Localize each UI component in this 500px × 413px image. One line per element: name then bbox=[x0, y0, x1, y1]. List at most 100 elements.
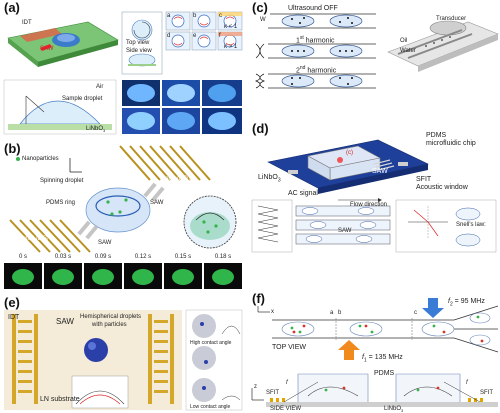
panel-a-substrate-text: LiNbO3 bbox=[86, 126, 105, 134]
panel-a-sub-f: f bbox=[219, 33, 221, 40]
panel-f-f2-side: f bbox=[286, 380, 288, 387]
panel-f-x-text: x bbox=[271, 309, 274, 316]
panel-b-label: (b) bbox=[2, 142, 23, 156]
panel-f-f2-val: = 95 MHz bbox=[453, 298, 485, 305]
panel-f-topview-text: TOP VIEW bbox=[272, 344, 306, 351]
panel-a-sub-a: a bbox=[167, 13, 170, 20]
panel-f-f1-val: = 135 MHz bbox=[367, 354, 403, 361]
panel-d-linbo-text: LiNbO3 bbox=[258, 174, 281, 184]
frame-image-5 bbox=[164, 263, 202, 289]
frame-time-2: 0.03 s bbox=[44, 254, 82, 261]
panel-c-oil-text: Oil bbox=[400, 38, 407, 45]
panel-a-air-text: Air bbox=[96, 84, 103, 91]
frame-time-3: 0.09 s bbox=[84, 254, 122, 261]
panel-d-label: (d) bbox=[250, 122, 271, 136]
panel-f-figure bbox=[248, 262, 500, 413]
panel-b-saw-b-text: SAW bbox=[98, 240, 111, 247]
panel-a: (a) bbox=[0, 0, 245, 137]
panel-f-sfit-right-text: SFIT bbox=[480, 390, 493, 397]
panel-e-low-text: Low contact angle bbox=[190, 404, 230, 411]
panel-a-idt-text: IDT bbox=[22, 20, 32, 27]
panel-f-sfit-left-text: SFIT bbox=[266, 390, 279, 397]
panel-f: (f) bbox=[248, 262, 500, 413]
panel-d-snell-text: Snell's law: bbox=[456, 222, 486, 229]
panel-c-off-text: Ultrasound OFF bbox=[288, 5, 338, 12]
panel-c-figure bbox=[248, 0, 500, 100]
frame-image-3 bbox=[84, 263, 122, 289]
panel-d-flow-text: Flow direction bbox=[350, 202, 387, 209]
panel-c: (c) bbox=[248, 0, 500, 100]
panel-b-idt-top-text: Slanted IDTs bbox=[160, 176, 194, 183]
frame-time-6: 0.18 s bbox=[204, 254, 242, 261]
panel-a-ratio-2: κ > 1 bbox=[224, 44, 237, 51]
panel-d-chip-text: microfluidic chip bbox=[426, 140, 476, 147]
panel-d-c-marker: (c) bbox=[346, 150, 353, 157]
panel-a-sub-b: b bbox=[193, 13, 196, 20]
panel-a-ratio-1: κ < 1 bbox=[224, 24, 237, 31]
panel-f-c-text: c bbox=[414, 310, 417, 317]
panel-f-linbo-sub: 3 bbox=[401, 408, 403, 413]
panel-a-sub-d: d bbox=[167, 33, 170, 40]
panel-d-saw-text: SAW bbox=[372, 168, 388, 175]
panel-c-second-text: 2nd harmonic bbox=[296, 65, 336, 74]
panel-d-ac-text: AC signal bbox=[288, 190, 318, 197]
panel-e-particles-text: with particles bbox=[92, 322, 127, 329]
panel-e: (e) bbox=[0, 296, 245, 413]
panel-b: (b) bbox=[0, 140, 245, 290]
panel-a-label: (a) bbox=[2, 1, 22, 15]
panel-a-saw-text: SAW bbox=[40, 46, 53, 53]
frame-time-1: 0 s bbox=[4, 254, 42, 261]
panel-c-first-tail: harmonic bbox=[304, 37, 335, 44]
frame-image-1 bbox=[4, 263, 42, 289]
panel-a-substrate-label: LiNbO bbox=[86, 126, 103, 132]
panel-f-linbo-text: LiNbO3 bbox=[384, 406, 403, 413]
panel-e-saw-text: SAW bbox=[56, 318, 74, 325]
panel-a-figure bbox=[0, 0, 245, 137]
panel-d: (d) bbox=[248, 114, 500, 254]
panel-b-idt-bottom-text: Slanted IDTs bbox=[14, 236, 48, 243]
frame-image-2 bbox=[44, 263, 82, 289]
panel-f-pdms-text: PDMS bbox=[374, 370, 394, 377]
panel-b-saw-a-text: SAW bbox=[150, 200, 163, 207]
panel-c-transducer-text: Transducer bbox=[436, 16, 466, 23]
panel-e-high-text: High contact angle bbox=[190, 340, 231, 347]
panel-f-label: (f) bbox=[250, 292, 267, 306]
panel-b-spinning-text: Spinning droplet bbox=[40, 178, 83, 185]
panel-a-topview-text: Top view bbox=[126, 40, 149, 47]
panel-d-linbo-sub: 3 bbox=[278, 177, 281, 183]
panel-f-f2-text: f2 = 95 MHz bbox=[448, 298, 485, 308]
panel-d-linbo-label: LiNbO bbox=[258, 174, 278, 181]
panel-f-linbo-label: LiNbO bbox=[384, 406, 401, 412]
panel-f-f1-side: f bbox=[466, 380, 468, 387]
panel-f-z-text: z bbox=[254, 384, 257, 391]
panel-e-label: (e) bbox=[2, 296, 22, 310]
panel-b-frames: 0 s 0.03 s 0.09 s 0.12 s 0.15 s 0.18 s bbox=[4, 254, 244, 290]
panel-b-nanoparticles-text: Nanoparticles bbox=[22, 156, 59, 163]
panel-a-sub-c: c bbox=[219, 13, 222, 20]
panel-f-a-text: a bbox=[330, 310, 333, 317]
panel-c-label: (c) bbox=[250, 1, 270, 15]
panel-a-substrate-sub: 3 bbox=[103, 128, 105, 133]
panel-d-sfit-text: SFIT bbox=[416, 176, 431, 183]
panel-a-droplet-text: Sample droplet bbox=[62, 96, 102, 103]
panel-c-first-text: 1st harmonic bbox=[296, 35, 335, 44]
frame-image-4 bbox=[124, 263, 162, 289]
panel-a-sideview-text: Side view bbox=[126, 48, 152, 55]
frame-time-4: 0.12 s bbox=[124, 254, 162, 261]
panel-f-b-text: b bbox=[338, 310, 341, 317]
frame-time-5: 0.15 s bbox=[164, 254, 202, 261]
panel-e-droplets-text: Hemispherical droplets bbox=[80, 314, 141, 321]
panel-b-pdms-text: PDMS ring bbox=[46, 200, 75, 207]
frame-image-6 bbox=[204, 263, 242, 289]
panel-c-w-text: W bbox=[260, 17, 266, 24]
panel-d-saw-small-text: SAW bbox=[338, 228, 351, 235]
panel-c-water-text: Water bbox=[400, 48, 416, 55]
panel-e-substrate-text: LN substrate bbox=[40, 396, 80, 403]
panel-e-idt-text: IDT bbox=[8, 314, 19, 321]
panel-a-sub-e: e bbox=[193, 33, 196, 40]
panel-c-second-tail: harmonic bbox=[305, 67, 336, 74]
panel-d-pdms-text: PDMS bbox=[426, 132, 446, 139]
panel-d-window-text: Acoustic window bbox=[416, 184, 468, 191]
panel-f-sideview-text: SIDE VIEW bbox=[270, 406, 301, 413]
panel-f-f1-text: f1 = 135 MHz bbox=[362, 354, 403, 364]
